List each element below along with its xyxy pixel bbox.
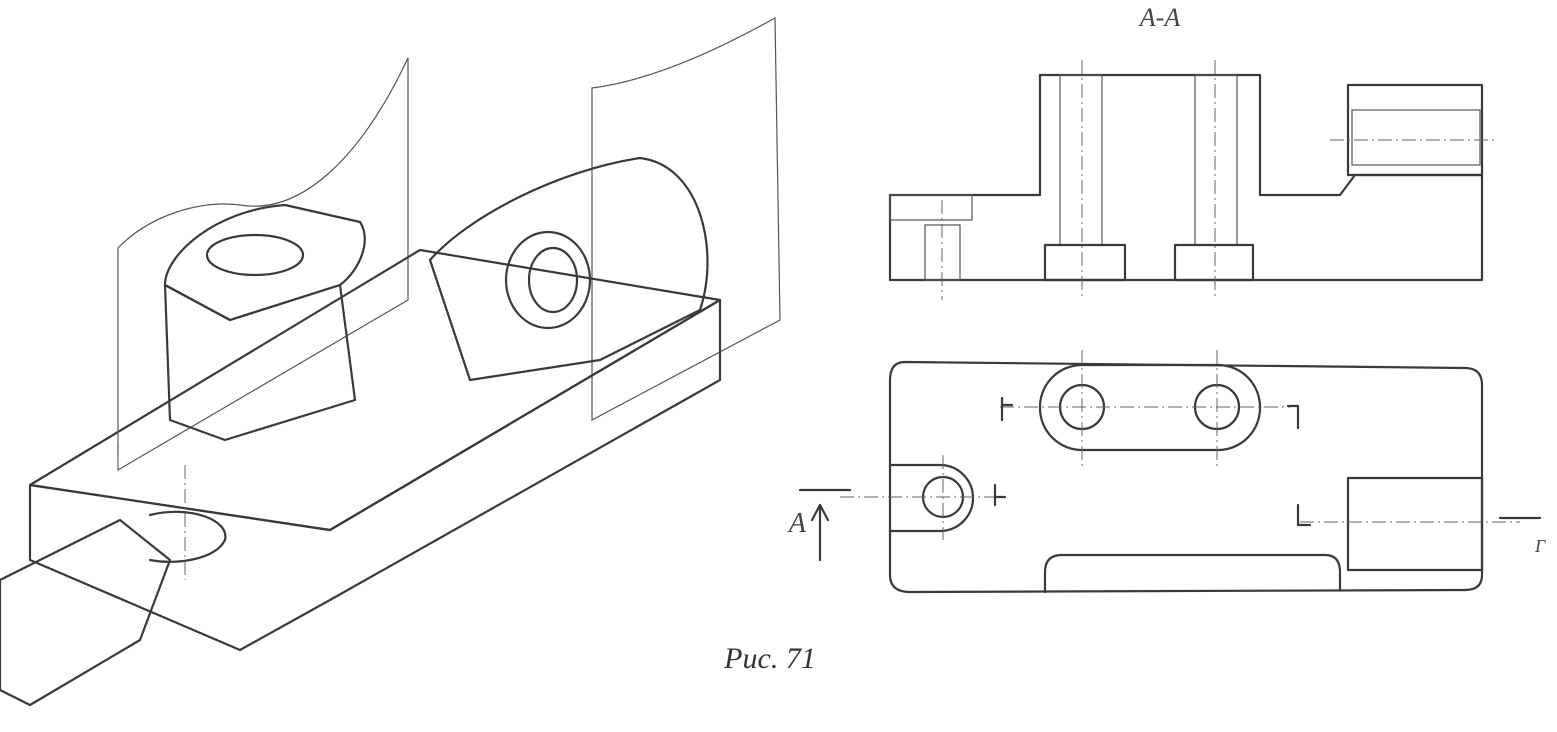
left-block-front (163, 283, 357, 442)
plan-left-boss (888, 463, 975, 533)
cutting-plane-left (117, 57, 409, 472)
plan-outline (888, 360, 1484, 594)
base-plate-top (28, 248, 722, 532)
cut-mark-1 (1000, 396, 1014, 422)
section-bore-left (1059, 74, 1103, 246)
cut-mark-3 (993, 483, 1007, 507)
section-left-step (889, 194, 973, 221)
cutting-plane-right (591, 16, 781, 421)
section-title: А-А (1138, 3, 1181, 32)
section-counterbore-left (1043, 243, 1127, 282)
section-arrow-head (810, 503, 830, 522)
section-bore-right (1194, 74, 1238, 246)
cut-mark-4 (1296, 503, 1312, 527)
plan-right-pocket (1346, 476, 1484, 572)
left-block-top (163, 203, 366, 322)
section-right-bore (1351, 109, 1481, 166)
right-boss-hole-inner (527, 246, 579, 314)
right-boss-body (428, 156, 709, 382)
section-arrow-label-right: Г (1534, 536, 1546, 556)
right-boss-hole (504, 230, 592, 330)
base-plate-front (28, 298, 722, 652)
section-counterbore-right (1173, 243, 1255, 282)
left-block-slot (205, 233, 305, 277)
cut-mark-2 (1286, 404, 1300, 430)
section-arrow-label: А (787, 508, 807, 539)
section-body (888, 73, 1484, 282)
plan-notch (1043, 553, 1342, 594)
clamping-strap (0, 518, 172, 707)
section-view-drawing: А-А (888, 3, 1495, 300)
isometric-bracket-drawing (0, 16, 781, 707)
section-right-slot (1346, 83, 1484, 177)
base-slot (148, 510, 227, 563)
plan-view-drawing: А Г (787, 350, 1546, 594)
figure-caption: Рис. 71 (723, 642, 816, 675)
